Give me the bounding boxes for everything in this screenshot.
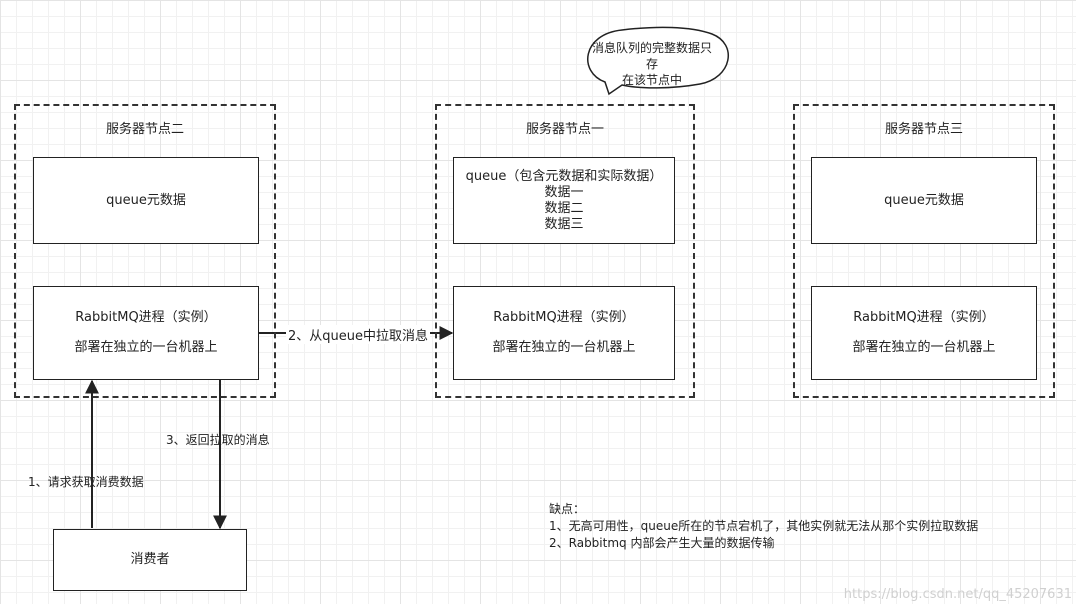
callout-line-1: 消息队列的完整数据只存 bbox=[591, 41, 712, 71]
queue-data-item: 数据三 bbox=[544, 216, 584, 232]
queue-full-box: queue（包含元数据和实际数据） 数据一 数据二 数据三 bbox=[453, 157, 675, 244]
node-title: 服务器节点一 bbox=[525, 122, 604, 137]
callout-line-2: 在该节点中 bbox=[621, 73, 682, 87]
queue-data-item: 数据二 bbox=[544, 200, 584, 216]
process-deploy-label: 部署在独立的一台机器上 bbox=[852, 340, 996, 355]
arrow-return-label: 3、返回拉取的消息 bbox=[166, 433, 270, 447]
process-deploy-label: 部署在独立的一台机器上 bbox=[492, 340, 636, 355]
drawbacks-heading: 缺点： bbox=[549, 502, 586, 516]
node-title: 服务器节点三 bbox=[884, 122, 963, 137]
server-node-one: 服务器节点一 bbox=[435, 104, 695, 398]
process-label: RabbitMQ进程（实例） bbox=[493, 310, 635, 325]
consumer-label: 消费者 bbox=[130, 552, 170, 567]
queue-metadata-box: queue元数据 bbox=[33, 157, 259, 244]
callout-text: 消息队列的完整数据只存 在该节点中 bbox=[590, 40, 714, 88]
process-deploy-label: 部署在独立的一台机器上 bbox=[74, 340, 218, 355]
drawback-item: 2、Rabbitmq 内部会产生大量的数据传输 bbox=[549, 536, 775, 550]
queue-full-label: queue（包含元数据和实际数据） bbox=[465, 168, 663, 184]
queue-data-item: 数据一 bbox=[544, 184, 584, 200]
callout-bubble bbox=[587, 26, 729, 96]
arrow-request-label: 1、请求获取消费数据 bbox=[28, 475, 144, 489]
consumer-box: 消费者 bbox=[53, 529, 247, 591]
queue-metadata-box: queue元数据 bbox=[811, 157, 1037, 244]
queue-metadata-label: queue元数据 bbox=[884, 192, 964, 208]
queue-metadata-label: queue元数据 bbox=[106, 192, 186, 208]
process-label: RabbitMQ进程（实例） bbox=[75, 310, 217, 325]
arrow-pull-label: 2、从queue中拉取消息 bbox=[286, 325, 430, 344]
rabbitmq-process-box: RabbitMQ进程（实例） 部署在独立的一台机器上 bbox=[811, 286, 1037, 380]
watermark: https://blog.csdn.net/qq_45207631 bbox=[843, 587, 1072, 602]
process-label: RabbitMQ进程（实例） bbox=[853, 310, 995, 325]
server-node-two: 服务器节点二 bbox=[14, 104, 276, 398]
node-title: 服务器节点二 bbox=[105, 122, 184, 137]
server-node-three: 服务器节点三 bbox=[793, 104, 1055, 398]
rabbitmq-process-box: RabbitMQ进程（实例） 部署在独立的一台机器上 bbox=[33, 286, 259, 380]
rabbitmq-process-box: RabbitMQ进程（实例） 部署在独立的一台机器上 bbox=[453, 286, 675, 380]
drawback-item: 1、无高可用性，queue所在的节点宕机了，其他实例就无法从那个实例拉取数据 bbox=[549, 519, 979, 533]
drawbacks-notes: 缺点： 1、无高可用性，queue所在的节点宕机了，其他实例就无法从那个实例拉取… bbox=[549, 501, 978, 552]
